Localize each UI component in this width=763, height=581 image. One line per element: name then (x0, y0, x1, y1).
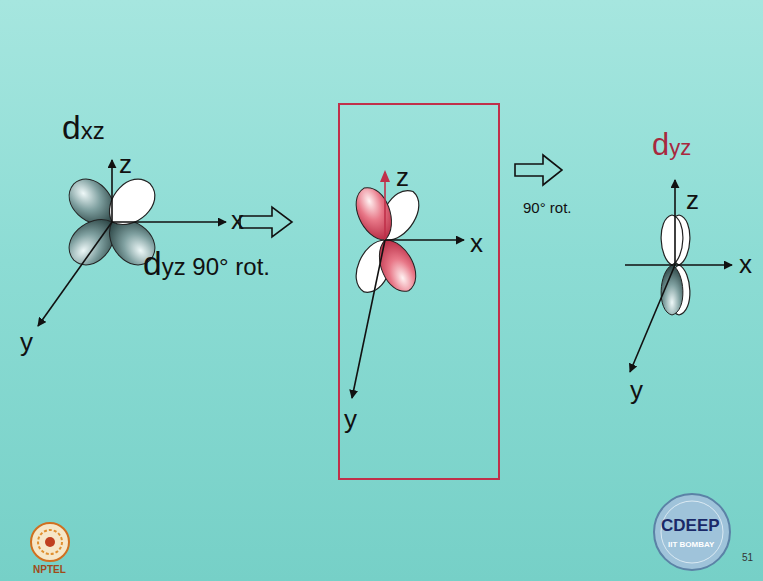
highlight-box: z x y (338, 103, 500, 480)
rotation-arrow (240, 207, 292, 237)
axis-label: y (20, 328, 33, 357)
logo-text: CDEEP (661, 517, 720, 536)
axis-label: x (231, 206, 244, 235)
axis-label: x (739, 250, 752, 279)
axis-label: z (396, 163, 409, 192)
logo-text: IIT BOMBAY (668, 541, 714, 550)
axis-label: z (119, 150, 132, 179)
orbital-name: dyz (652, 128, 691, 162)
axis-label: z (686, 186, 699, 215)
axis-label: y (344, 405, 357, 434)
nptel-logo (31, 523, 69, 561)
dxz-orbital (38, 160, 226, 326)
slide-number: 51 (742, 552, 753, 563)
orbital-name: dxz (62, 110, 105, 147)
rotation-arrow (515, 155, 562, 185)
rotating-orbital (349, 170, 464, 398)
rotation-label: 90° rot. (523, 200, 572, 217)
cdeep-logo (654, 494, 730, 570)
axis-label: x (470, 229, 483, 258)
axis-label: y (630, 376, 643, 405)
logo-text: NPTEL (33, 564, 66, 575)
rotation-label: dyz 90° rot. (143, 246, 270, 283)
dyz-orbital (625, 180, 732, 372)
